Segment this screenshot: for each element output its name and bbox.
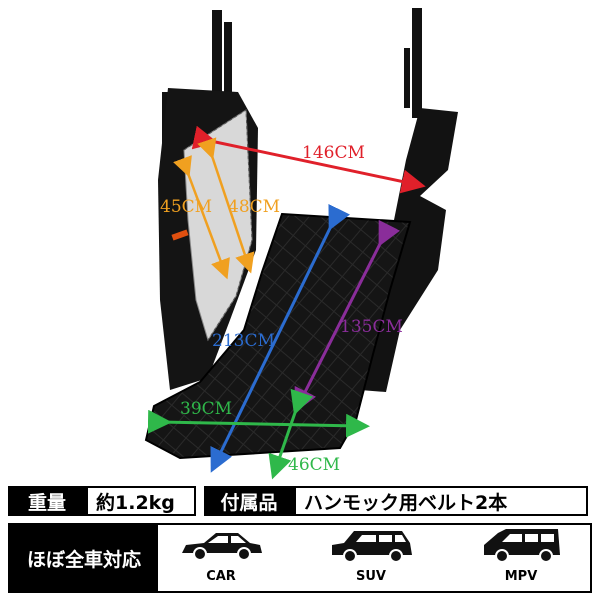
dim-39: 39CM [180, 399, 232, 419]
weight-value: 約1.2kg [86, 486, 196, 516]
compatibility-box: ほぼ全車対応 CAR SUV [8, 523, 592, 593]
dim-46: 46CM [288, 455, 340, 475]
compat-label: ほぼ全車対応 [10, 525, 158, 591]
dim-48: 48CM [228, 197, 280, 217]
specs-row: 重量 約1.2kg 付属品 ハンモック用ベルト2本 [8, 486, 592, 516]
dim-213: 213CM [212, 331, 275, 351]
arrow-39 [147, 409, 370, 438]
vehicle-mpv: MPV [476, 525, 566, 584]
suv-icon [332, 531, 412, 563]
vehicle-mpv-name: MPV [504, 569, 538, 584]
vehicle-suv-name: SUV [356, 569, 386, 584]
vehicle-car-name: CAR [206, 569, 236, 584]
dim-146: 146CM [302, 143, 365, 163]
accessory-value: ハンモック用ベルト2本 [294, 486, 588, 516]
seat-cover-illustration: 146CM 45CM 48CM 213CM 135CM 39CM 46CM [144, 8, 458, 480]
dim-45: 45CM [160, 197, 212, 217]
vehicle-suv: SUV [326, 525, 416, 584]
vehicle-car: CAR [176, 525, 266, 584]
arrow-135 [294, 219, 401, 413]
arrow-46 [268, 388, 314, 480]
sedan-icon [182, 533, 262, 561]
accessory-label: 付属品 [204, 486, 294, 516]
vehicle-list: CAR SUV MPV [158, 525, 590, 591]
dim-135: 135CM [340, 317, 403, 337]
weight-label: 重量 [8, 486, 86, 516]
minivan-icon [484, 529, 560, 563]
